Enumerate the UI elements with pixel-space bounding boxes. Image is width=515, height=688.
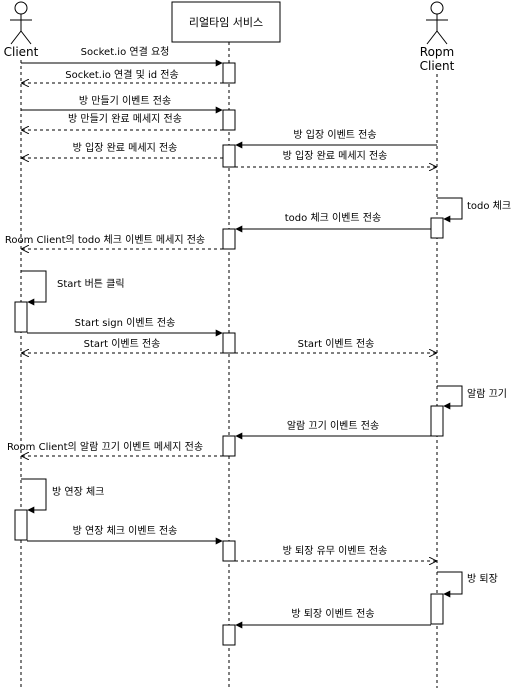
message-label-m8: todo 체크 <box>467 200 511 212</box>
client-label: Client <box>4 45 39 59</box>
service-activation <box>222 109 236 131</box>
message-label-m5: 방 입장 이벤트 전송 <box>293 128 376 141</box>
message-arrow-m8 <box>437 197 463 223</box>
message-arrow-m21 <box>437 571 463 598</box>
service-activation <box>222 62 236 84</box>
room-client-activation <box>430 405 444 437</box>
room-client-activation <box>430 593 444 625</box>
message-label-m12: Start sign 이벤트 전송 <box>75 317 176 329</box>
message-label-m3: 방 만들기 이벤트 전송 <box>79 95 171 107</box>
message-label-m15: 알람 끄기 <box>467 387 507 400</box>
service-activation <box>222 228 236 250</box>
client-actor: Client <box>4 1 39 59</box>
client-stick-figure <box>10 1 32 45</box>
message-label-m13: Start 이벤트 전송 <box>84 338 161 350</box>
message-label-m20: 방 퇴장 유무 이벤트 전송 <box>283 545 388 557</box>
client-activation <box>14 509 28 541</box>
service-activation <box>222 332 236 354</box>
message-arrow-m18 <box>21 478 47 514</box>
message-label-m16: 알람 끄기 이벤트 전송 <box>287 419 379 432</box>
message-arrow-m15 <box>437 385 463 410</box>
message-label-m1: Socket.io 연결 요청 <box>81 46 170 58</box>
room-client-label-line2: Client <box>420 59 455 73</box>
message-label-m17: Room Client의 알람 끄기 이벤트 메세지 전송 <box>7 440 203 453</box>
message-arrow-m11 <box>21 270 47 306</box>
message-label-m18: 방 연장 체크 <box>52 486 104 498</box>
room-client-activation <box>430 217 444 239</box>
room-client-label-line1: Ropm <box>420 45 454 59</box>
service-activation <box>222 624 236 646</box>
service-activation <box>222 540 236 562</box>
message-label-m21: 방 퇴장 <box>467 573 498 585</box>
message-label-m4: 방 만들기 완료 메세지 전송 <box>68 113 182 125</box>
message-label-m7: 방 입장 완료 메세지 전송 <box>283 149 388 162</box>
message-label-m14: Start 이벤트 전송 <box>298 338 375 350</box>
service-activation <box>222 435 236 457</box>
room-client-stick-figure <box>426 1 448 45</box>
message-label-m2: Socket.io 연결 및 id 전송 <box>65 69 178 81</box>
service-activation <box>222 144 236 168</box>
message-label-m10: Room Client의 todo 체크 이벤트 메세지 전송 <box>5 234 205 246</box>
client-activation <box>14 301 28 333</box>
message-label-m9: todo 체크 이벤트 전송 <box>285 212 381 224</box>
message-label-m6: 방 입장 완료 메세지 전송 <box>73 141 178 154</box>
message-label-m11: Start 버튼 클릭 <box>57 278 125 290</box>
room-client-actor: Ropm Client <box>420 1 455 73</box>
service-participant: 리얼타임 서비스 <box>171 1 281 43</box>
service-box <box>171 1 281 43</box>
message-label-m19: 방 연장 체크 이벤트 전송 <box>73 525 178 537</box>
service-label: 리얼타임 서비스 <box>189 15 263 29</box>
message-label-m22: 방 퇴장 이벤트 전송 <box>291 608 374 620</box>
